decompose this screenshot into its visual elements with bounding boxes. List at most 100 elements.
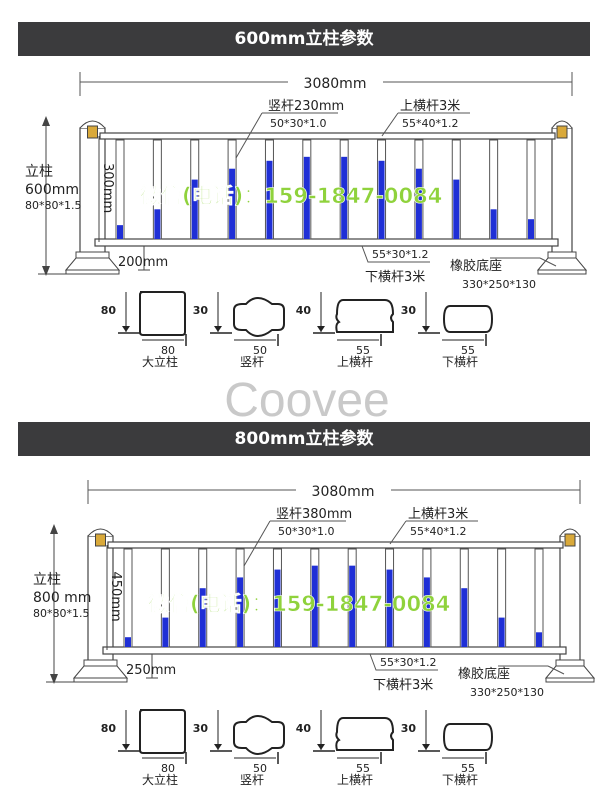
profile-shape — [335, 299, 395, 333]
post-label: 立柱 — [33, 572, 61, 588]
profile-shape — [442, 723, 494, 751]
vertical-bar — [152, 139, 162, 240]
profile-width: 55 — [461, 344, 475, 357]
profile-height: 30 — [193, 304, 209, 317]
post — [536, 120, 588, 275]
vertical-bar — [190, 139, 200, 240]
vertical-bar — [377, 139, 387, 240]
vertical-bar — [459, 548, 469, 648]
vertical-bar — [310, 548, 320, 648]
vertical-bar — [526, 139, 536, 240]
post — [72, 528, 129, 683]
profile-width: 55 — [461, 762, 475, 775]
bottom-rail — [102, 646, 567, 655]
top-rail — [99, 132, 556, 140]
profile-width: 55 — [356, 762, 370, 775]
profile-shape — [442, 305, 494, 333]
vertical-bar-fill — [386, 569, 393, 647]
vertical-bar-fill — [415, 168, 422, 239]
top-rail-spec: 55*40*1.2 — [402, 117, 459, 130]
post-spec-label: 80*80*1.5 — [33, 607, 90, 620]
bottom-rail-label: 下横杆3米 — [365, 270, 425, 285]
post-spec-label: 80*80*1.5 — [25, 199, 82, 212]
vertical-bar — [227, 139, 237, 240]
vertical-bar-fill — [349, 565, 356, 647]
profile-shape — [335, 717, 395, 751]
vertical-bar-fill — [229, 168, 236, 239]
vertical-bar — [302, 139, 312, 240]
post-lamp — [564, 533, 576, 547]
vertical-bar-fill — [191, 179, 198, 239]
vertical-bar-fill — [453, 179, 460, 239]
vertical-bar — [422, 548, 432, 648]
fence-panel: 3080mm300mm200mm立柱600mm80*80*1.5竖杆230mm5… — [25, 72, 588, 291]
vertical-bar-fill — [528, 219, 534, 239]
vertical-bar-fill — [237, 577, 244, 647]
panel-1-header: 600mm立柱参数 — [18, 22, 590, 56]
base-spec: 330*250*130 — [470, 686, 544, 699]
profile-height: 80 — [101, 722, 117, 735]
profile-name: 上横杆 — [337, 773, 373, 787]
brand-watermark: Coovee — [224, 374, 389, 427]
post-lamp — [556, 125, 568, 139]
vertical-bar-fill — [199, 588, 206, 647]
vertical-bar — [414, 139, 424, 240]
rubber-base — [544, 665, 596, 679]
profile-width: 55 — [356, 344, 370, 357]
total-width-label: 3080mm — [312, 484, 375, 500]
vertical-bar-fill — [266, 160, 273, 239]
bottom-rail-spec: 55*30*1.2 — [372, 248, 429, 261]
profile-shape — [233, 715, 285, 755]
top-rail — [107, 541, 564, 549]
bottom-rail — [94, 238, 559, 247]
contact-watermark: 微信(电话)：159-1847-0084 — [147, 592, 450, 616]
profile-height: 30 — [193, 722, 209, 735]
vertical-bar-fill — [311, 565, 318, 647]
vertical-bar-fill — [378, 160, 385, 239]
bottom-rail-spec: 55*30*1.2 — [380, 656, 437, 669]
profile-width: 50 — [253, 344, 267, 357]
rubber-base — [536, 257, 588, 271]
bottom-rail-label: 下横杆3米 — [373, 678, 433, 693]
vertical-bar — [347, 548, 357, 648]
profile-shape — [139, 709, 186, 754]
profile-height: 40 — [296, 304, 312, 317]
top-rail-label: 上横杆3米 — [400, 99, 460, 114]
post — [64, 120, 121, 275]
base-label: 橡胶底座 — [450, 258, 502, 274]
vertical-bar — [497, 548, 507, 648]
post-lamp — [95, 533, 106, 547]
post-lamp — [87, 125, 98, 139]
ground-gap-label: 200mm — [118, 255, 168, 270]
vertical-bar-fill — [117, 225, 123, 239]
vertical-bar — [198, 548, 208, 648]
vertical-bar-fill — [536, 632, 542, 647]
top-rail-label: 上横杆3米 — [408, 507, 468, 522]
profile-name: 竖杆 — [240, 355, 264, 369]
top-rail-spec: 55*40*1.2 — [410, 525, 467, 538]
base-label: 橡胶底座 — [458, 666, 510, 682]
vertical-bar-fill — [303, 156, 310, 239]
vertical-bar-fill — [125, 637, 131, 647]
vertical-bar-fill — [154, 209, 161, 239]
post-height-label: 800 mm — [33, 590, 91, 606]
vertical-bar-label: 竖杆230mm — [268, 99, 344, 114]
post — [544, 528, 596, 683]
total-width-label: 3080mm — [304, 76, 367, 92]
vertical-bar-fill — [461, 588, 468, 647]
label-bg — [288, 72, 383, 92]
rubber-base — [72, 665, 129, 679]
vertical-bar-spec: 50*30*1.0 — [270, 117, 327, 130]
vertical-bar — [385, 548, 395, 648]
base-spec: 330*250*130 — [462, 278, 536, 291]
rail-gap-label: 450mm — [108, 572, 123, 622]
